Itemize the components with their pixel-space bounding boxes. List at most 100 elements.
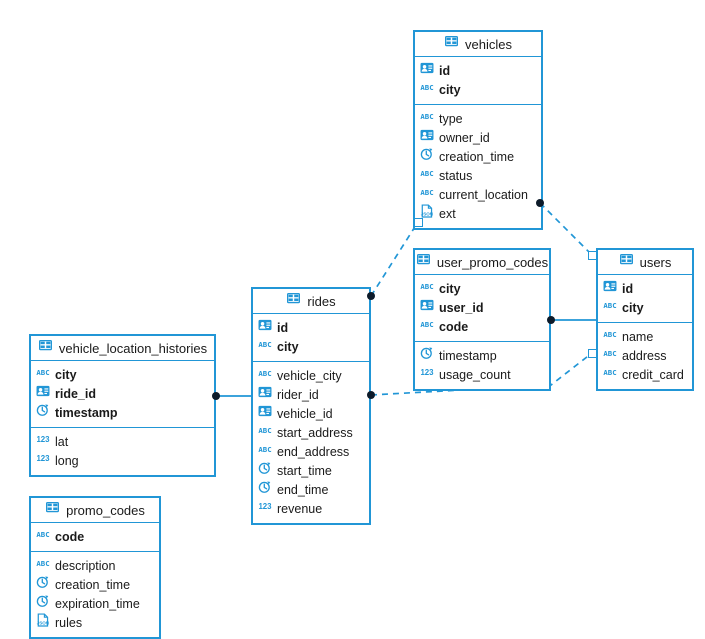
table-header-users[interactable]: users xyxy=(598,250,692,275)
field-label: creation_time xyxy=(55,577,131,592)
field-row-revenue[interactable]: 123 revenue xyxy=(253,499,369,518)
svg-text:ABC: ABC xyxy=(603,368,616,377)
primary-key-row-user_id[interactable]: user_id xyxy=(415,298,549,317)
svg-text:ABC: ABC xyxy=(420,320,433,329)
field-row-current_location[interactable]: ABC current_location xyxy=(415,185,541,204)
field-row-rider_id[interactable]: rider_id xyxy=(253,385,369,404)
field-row-creation_time[interactable]: creation_time xyxy=(415,147,541,166)
identity-card-icon xyxy=(258,318,272,337)
abc-text-icon: ABC xyxy=(420,166,434,185)
relationship-line xyxy=(370,221,419,297)
svg-text:JSON: JSON xyxy=(421,212,433,217)
field-label: revenue xyxy=(277,501,323,516)
primary-key-row-id[interactable]: id xyxy=(598,279,692,298)
table-grid-icon xyxy=(45,501,60,519)
identity-card-icon xyxy=(36,384,50,403)
primary-key-row-id[interactable]: id xyxy=(253,318,369,337)
field-row-timestamp[interactable]: timestamp xyxy=(415,346,549,365)
clock-icon xyxy=(258,461,272,480)
table-grid-icon xyxy=(619,253,634,271)
field-label: address xyxy=(622,348,667,363)
field-row-vehicle_id[interactable]: vehicle_id xyxy=(253,404,369,423)
field-label: vehicle_id xyxy=(277,406,333,421)
abc-text-icon: ABC xyxy=(420,279,434,298)
field-row-expiration_time[interactable]: expiration_time xyxy=(31,594,159,613)
identity-card-icon xyxy=(420,128,434,147)
field-row-credit_card[interactable]: ABC credit_card xyxy=(598,365,692,384)
identity-card-icon xyxy=(258,404,272,423)
123-number-icon: 123 xyxy=(420,365,434,384)
field-row-end_time[interactable]: end_time xyxy=(253,480,369,499)
field-label: lat xyxy=(55,434,69,449)
table-header-user_promo_codes[interactable]: user_promo_codes xyxy=(415,250,549,275)
svg-text:123: 123 xyxy=(420,368,434,377)
primary-key-row-id[interactable]: id xyxy=(415,61,541,80)
field-label: rider_id xyxy=(277,387,319,402)
primary-key-row-ride_id[interactable]: ride_id xyxy=(31,384,214,403)
relationship-rides-to-vehicles[interactable] xyxy=(370,221,419,297)
field-row-ext[interactable]: JSON ext xyxy=(415,204,541,223)
field-label: ext xyxy=(439,206,456,221)
table-header-promo_codes[interactable]: promo_codes xyxy=(31,498,159,523)
field-label: id xyxy=(622,281,634,296)
svg-text:ABC: ABC xyxy=(36,559,49,568)
relationship-target-square-rides-to-users xyxy=(588,349,597,358)
relationship-source-dot-vehicle_location_histories-to-rides xyxy=(212,392,220,400)
svg-text:123: 123 xyxy=(36,435,50,444)
svg-text:ABC: ABC xyxy=(420,282,433,291)
clock-icon xyxy=(420,147,434,166)
abc-text-icon: ABC xyxy=(36,365,50,384)
table-header-vehicles[interactable]: vehicles xyxy=(415,32,541,57)
abc-text-icon: ABC xyxy=(258,423,272,442)
abc-text-icon: ABC xyxy=(258,337,272,356)
field-label: city xyxy=(439,281,461,296)
field-label: current_location xyxy=(439,187,528,202)
field-label: user_id xyxy=(439,300,484,315)
table-header-vehicle_location_histories[interactable]: vehicle_location_histories xyxy=(31,336,214,361)
field-label: owner_id xyxy=(439,130,490,145)
field-label: end_time xyxy=(277,482,329,497)
field-row-lat[interactable]: 123 lat xyxy=(31,432,214,451)
field-row-creation_time[interactable]: creation_time xyxy=(31,575,159,594)
primary-key-row-timestamp[interactable]: timestamp xyxy=(31,403,214,422)
svg-text:ABC: ABC xyxy=(420,188,433,197)
svg-text:123: 123 xyxy=(258,502,272,511)
primary-key-row-city[interactable]: ABC city xyxy=(415,279,549,298)
123-number-icon: 123 xyxy=(36,451,50,470)
field-row-start_time[interactable]: start_time xyxy=(253,461,369,480)
field-row-owner_id[interactable]: owner_id xyxy=(415,128,541,147)
table-header-rides[interactable]: rides xyxy=(253,289,369,314)
field-label: end_address xyxy=(277,444,350,459)
field-label: credit_card xyxy=(622,367,684,382)
table-grid-icon xyxy=(38,339,53,357)
svg-text:ABC: ABC xyxy=(258,426,271,435)
field-label: ride_id xyxy=(55,386,96,401)
